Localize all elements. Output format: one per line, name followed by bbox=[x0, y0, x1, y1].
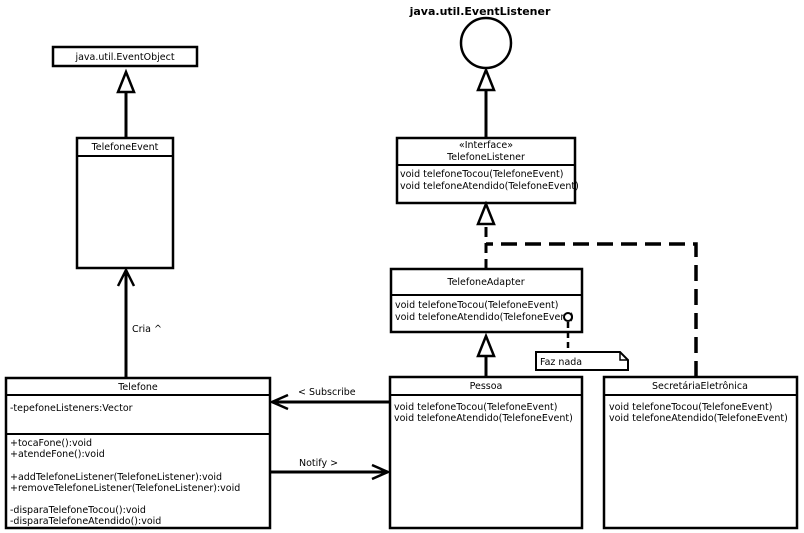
telefone-adapter-name: TelefoneAdapter bbox=[446, 277, 524, 288]
note-faz-nada[interactable]: Faz nada bbox=[535, 351, 629, 371]
telefone-method: -disparaTelefoneTocou():void bbox=[10, 505, 146, 516]
class-secretaria-eletronica[interactable]: SecretáriaEletrônica void telefoneTocou(… bbox=[602, 375, 799, 530]
association-notify bbox=[270, 463, 392, 481]
note-text: Faz nada bbox=[540, 357, 582, 368]
cria-label: Cria ^ bbox=[132, 324, 162, 335]
secretaria-method: void telefoneTocou(TelefoneEvent) bbox=[609, 402, 772, 413]
pessoa-method: void telefoneTocou(TelefoneEvent) bbox=[394, 402, 557, 413]
telefone-listener-method: void telefoneAtendido(TelefoneEvent) bbox=[400, 181, 579, 192]
note-anchor bbox=[563, 312, 573, 352]
event-object-name: java.util.EventObject bbox=[74, 52, 174, 63]
telefone-attribute: -tepefoneListeners:Vector bbox=[10, 403, 133, 414]
telefone-method: +removeTelefoneListener(TelefoneListener… bbox=[10, 483, 240, 494]
generalization-listener-to-eventlistener bbox=[476, 66, 496, 138]
secretaria-name: SecretáriaEletrônica bbox=[652, 381, 748, 392]
class-telefone-listener[interactable]: «Interface» TelefoneListener void telefo… bbox=[395, 136, 579, 205]
telefone-listener-stereotype: «Interface» bbox=[459, 140, 513, 151]
telefone-adapter-method: void telefoneAtendido(TelefoneEvent) bbox=[395, 312, 574, 323]
class-pessoa[interactable]: Pessoa void telefoneTocou(TelefoneEvent)… bbox=[388, 375, 584, 530]
class-telefone-adapter[interactable]: TelefoneAdapter void telefoneTocou(Telef… bbox=[389, 267, 584, 334]
pessoa-method: void telefoneAtendido(TelefoneEvent) bbox=[394, 413, 573, 424]
notify-label: Notify > bbox=[299, 458, 338, 469]
realization-adapter-to-listener bbox=[476, 200, 496, 269]
generalization-pessoa-to-adapter bbox=[476, 332, 496, 377]
telefone-method: +tocaFone():void bbox=[10, 438, 92, 449]
secretaria-method: void telefoneAtendido(TelefoneEvent) bbox=[609, 413, 788, 424]
telefone-listener-name: TelefoneListener bbox=[446, 152, 525, 163]
telefone-method: +addTelefoneListener(TelefoneListener):v… bbox=[10, 472, 222, 483]
class-event-object[interactable]: java.util.EventObject bbox=[51, 45, 199, 68]
event-listener-interface-circle[interactable] bbox=[459, 16, 513, 70]
pessoa-name: Pessoa bbox=[470, 381, 503, 392]
association-cria bbox=[116, 267, 136, 378]
generalization-event-to-eventobject bbox=[116, 68, 136, 138]
telefone-event-name: TelefoneEvent bbox=[91, 142, 159, 153]
telefone-method: -disparaTelefoneAtendido():void bbox=[10, 516, 161, 527]
subscribe-label: < Subscribe bbox=[298, 387, 356, 398]
telefone-adapter-method: void telefoneTocou(TelefoneEvent) bbox=[395, 300, 558, 311]
telefone-method: +atendeFone():void bbox=[10, 449, 105, 460]
class-telefone[interactable]: Telefone -tepefoneListeners:Vector +toca… bbox=[4, 376, 272, 530]
class-telefone-event[interactable]: TelefoneEvent bbox=[75, 136, 175, 270]
telefone-listener-method: void telefoneTocou(TelefoneEvent) bbox=[400, 169, 563, 180]
telefone-name: Telefone bbox=[117, 382, 158, 393]
association-subscribe bbox=[268, 393, 390, 411]
event-listener-label: java.util.EventListener bbox=[409, 5, 551, 18]
realization-secretaria-to-listener bbox=[486, 242, 698, 377]
